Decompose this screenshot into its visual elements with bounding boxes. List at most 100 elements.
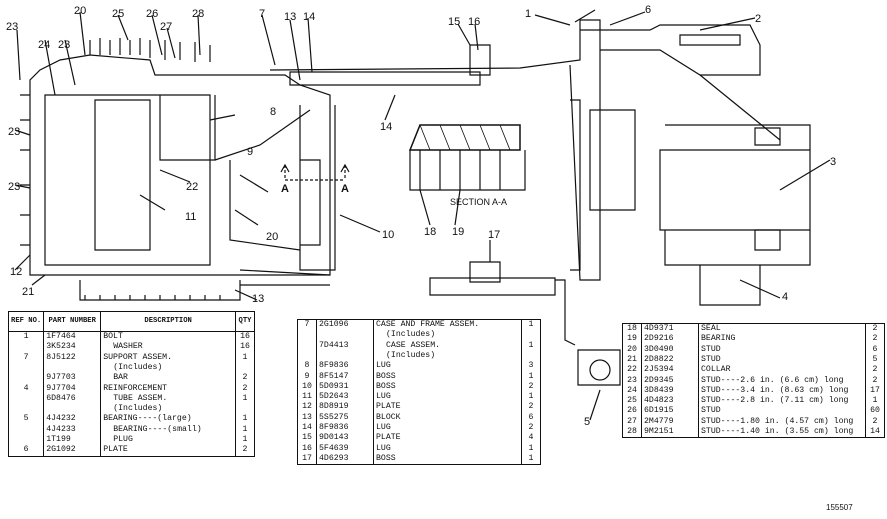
- row-description: PLATE: [373, 402, 522, 413]
- row-ref: [8, 424, 45, 435]
- row-qty: 4: [528, 433, 534, 443]
- callout-22: 22: [186, 181, 198, 193]
- row-part-number: 2G1096: [316, 319, 374, 331]
- row-qty: 2: [242, 373, 248, 383]
- row-qty: 16: [240, 332, 250, 342]
- callout-10: 10: [382, 229, 394, 241]
- row-description: STUD----1.40 in. (3.55 cm) long: [698, 426, 866, 438]
- callout-18: 18: [424, 226, 436, 238]
- row-part-number: 8J5122: [43, 352, 102, 363]
- row-description: SUPPORT ASSEM.: [100, 352, 236, 363]
- row-qty: 1: [242, 424, 248, 434]
- row-ref: 18: [622, 323, 642, 335]
- row-part-number: 4J4232: [43, 414, 102, 425]
- row-qty: [236, 404, 255, 414]
- row-ref: 16: [297, 443, 317, 454]
- row-qty: 14: [870, 427, 880, 437]
- row-description: (Includes): [100, 362, 236, 374]
- table-row: (Includes): [8, 362, 255, 374]
- row-ref: 7: [8, 352, 45, 363]
- table-row: (Includes): [297, 350, 541, 362]
- row-ref: 19: [622, 334, 642, 345]
- row-part-number: 2G1092: [43, 445, 102, 457]
- row-part-number: 9D0143: [316, 433, 374, 444]
- row-part-number: 8F9836: [316, 422, 374, 434]
- row-ref: 25: [622, 396, 642, 407]
- row-qty: 3: [528, 361, 534, 371]
- row-ref: 23: [622, 375, 642, 386]
- row-part-number: 4D4823: [641, 396, 699, 407]
- row-qty: 6: [528, 412, 534, 422]
- row-part-number: 2J5394: [641, 365, 699, 376]
- row-part-number: [316, 350, 374, 362]
- row-part-number: 1F7464: [43, 331, 102, 343]
- callout-24: 23: [6, 21, 18, 33]
- case-outline-left: [29, 54, 331, 276]
- row-ref: 1: [8, 331, 45, 343]
- row-ref: [8, 342, 45, 353]
- row-qty: 2: [872, 365, 878, 375]
- callout-26: 25: [112, 8, 124, 20]
- row-description: STUD: [698, 344, 866, 355]
- row-ref: [297, 340, 317, 351]
- row-ref: [8, 373, 45, 384]
- row-ref: 28: [622, 426, 642, 438]
- callout-2: 2: [755, 13, 761, 25]
- row-part-number: 9J7704: [43, 383, 102, 394]
- row-part-number: 3D0490: [641, 344, 699, 355]
- row-part-number: 8F5147: [316, 371, 374, 382]
- case-inner-frame: [44, 94, 211, 266]
- row-qty: [236, 363, 255, 373]
- row-qty: 2: [242, 445, 248, 455]
- row-part-number: 2D9216: [641, 334, 699, 345]
- row-description: PLATE: [373, 433, 522, 444]
- row-part-number: 5D0931: [316, 381, 374, 393]
- row-description: LUG: [373, 392, 522, 403]
- callout-23-a: 23: [8, 126, 20, 138]
- callout-27-a: 26: [146, 8, 158, 20]
- row-description: (Includes): [373, 330, 522, 341]
- row-ref: 5: [8, 414, 45, 425]
- section-mark-right: A: [341, 183, 349, 195]
- row-part-number: [43, 362, 102, 374]
- row-qty: 1: [242, 414, 248, 424]
- row-ref: 27: [622, 416, 642, 427]
- callout-7: 7: [259, 8, 265, 20]
- table-header-row: REF NO. PART NUMBER DESCRIPTION QTY: [8, 311, 255, 332]
- row-qty: 2: [242, 383, 248, 393]
- row-qty: 1: [242, 435, 248, 445]
- callout-15: 15: [448, 16, 460, 28]
- callout-21-bottom: 21: [22, 286, 34, 298]
- row-ref: 20: [622, 344, 642, 355]
- row-description: TUBE ASSEM.: [100, 393, 236, 405]
- row-ref: 24: [622, 385, 642, 397]
- row-qty: 1: [872, 396, 878, 406]
- callout-19: 19: [452, 226, 464, 238]
- row-qty: 1: [528, 371, 534, 381]
- row-description: BOSS: [373, 371, 522, 382]
- row-part-number: 9M2151: [641, 426, 699, 438]
- row-qty: 1: [528, 320, 534, 330]
- row-qty: 2: [528, 381, 534, 391]
- row-part-number: 9J7703: [43, 373, 102, 384]
